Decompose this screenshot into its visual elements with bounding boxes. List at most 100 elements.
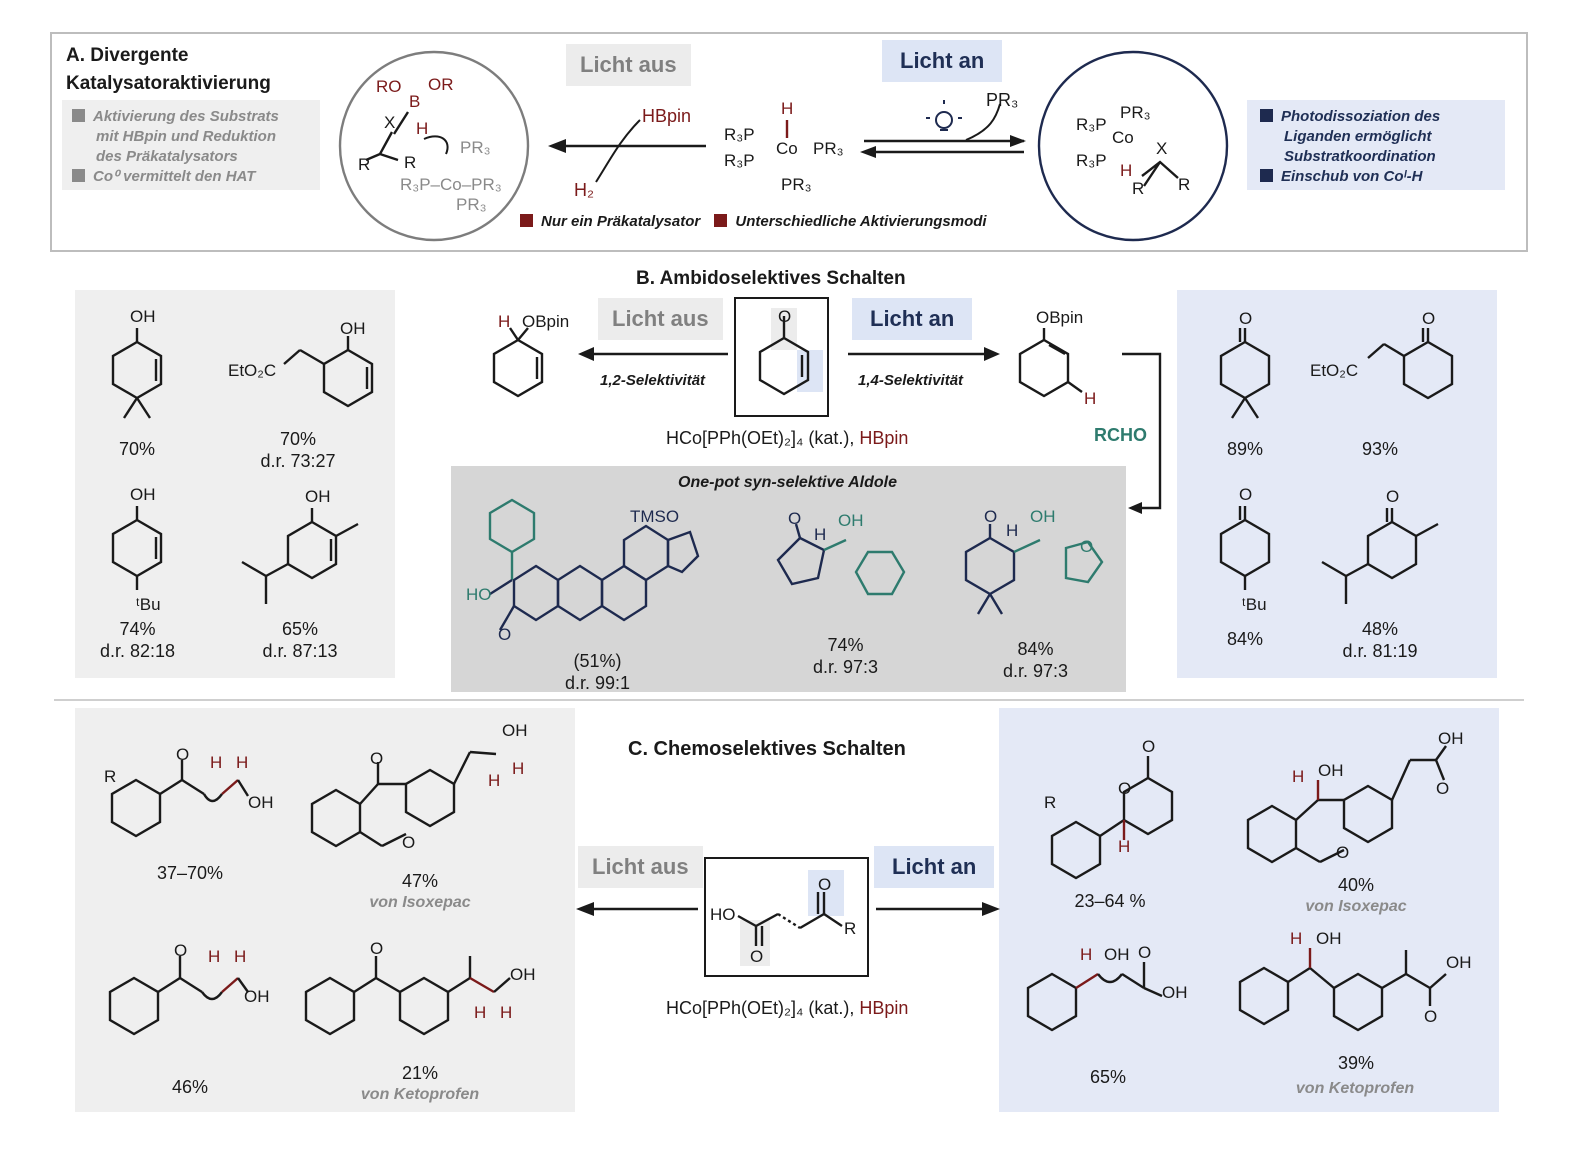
tag-light-off-b: Licht aus: [598, 298, 723, 340]
svg-text:Co: Co: [776, 139, 798, 158]
svg-text:R₃P: R₃P: [1076, 151, 1107, 170]
panel-c-right: [999, 708, 1499, 1112]
svg-text:O: O: [498, 625, 511, 644]
svg-text:OH: OH: [838, 511, 864, 530]
svg-text:H: H: [1290, 929, 1302, 948]
svg-text:O: O: [1118, 779, 1131, 798]
source-c-left-4: von Ketoprofen: [360, 1086, 480, 1103]
svg-text:O: O: [750, 947, 763, 966]
tag-light-on-a: Licht an: [882, 40, 1003, 82]
svg-text:OH: OH: [1318, 761, 1344, 780]
conditions-b: HCo[PPh(OEt)₂]₄ (kat.), HBpin: [666, 428, 909, 448]
svg-text:ᵗBu: ᵗBu: [1242, 595, 1267, 614]
svg-text:O: O: [174, 941, 187, 960]
left-circle: [338, 50, 530, 242]
svg-text:OBpin: OBpin: [1036, 308, 1083, 327]
svg-text:H: H: [512, 759, 524, 778]
svg-text:H: H: [474, 1003, 486, 1022]
tag-light-on-b: Licht an: [852, 298, 973, 340]
svg-text:O: O: [818, 875, 831, 894]
yield-c-left-2: 47%: [401, 871, 439, 891]
yield-b-right-4: 48%d.r. 81:19: [1342, 619, 1418, 661]
yield-b-right-3: 84%: [1226, 629, 1264, 649]
svg-text:H: H: [781, 99, 793, 118]
tag-light-off-a: Licht aus: [566, 44, 691, 86]
svg-text:H: H: [1292, 767, 1304, 786]
svg-text:H: H: [210, 753, 222, 772]
svg-text:H: H: [234, 947, 246, 966]
panel-a-right-notes: [1247, 100, 1505, 190]
svg-text:PR₃: PR₃: [460, 138, 491, 157]
svg-text:O: O: [1142, 737, 1155, 756]
svg-text:PR₃: PR₃: [781, 175, 812, 194]
yield-c-right-2: 40%: [1337, 875, 1375, 895]
aldol-title: One-pot syn-selektive Aldole: [678, 474, 898, 491]
svg-text:H: H: [500, 1003, 512, 1022]
tag-light-off-c: Licht aus: [578, 846, 703, 888]
svg-text:O: O: [1239, 309, 1252, 328]
yield-b-left-2: 70%d.r. 73:27: [260, 429, 336, 471]
svg-text:O: O: [1422, 309, 1435, 328]
svg-text:R: R: [844, 919, 856, 938]
source-c-right-4: von Ketoprofen: [1295, 1080, 1415, 1097]
svg-text:B: B: [409, 92, 420, 111]
svg-text:X: X: [384, 113, 395, 132]
left-notes: Aktivierung des Substrats mit HBpin und …: [72, 107, 279, 187]
conditions-c: HCo[PPh(OEt)₂]₄ (kat.), HBpin: [666, 998, 909, 1018]
svg-text:R₃P–Co–PR₃: R₃P–Co–PR₃: [400, 175, 502, 194]
right-circle-structure: PR₃ R₃P Co X R₃P H R R: [1076, 103, 1190, 198]
svg-text:Co: Co: [1112, 128, 1134, 147]
svg-text:PR₃: PR₃: [1120, 103, 1151, 122]
svg-text:OH: OH: [1446, 953, 1472, 972]
svg-text:OH: OH: [1030, 507, 1056, 526]
right-notes: Photodissoziation des Liganden ermöglich…: [1260, 107, 1440, 187]
yield-b-left-3: 74%d.r. 82:18: [99, 619, 176, 661]
panel-b-right: [1177, 290, 1497, 678]
svg-text:O: O: [1436, 779, 1449, 798]
rcho-label: RCHO: [1094, 425, 1147, 445]
svg-text:R₃P: R₃P: [1076, 115, 1107, 134]
svg-text:PR₃: PR₃: [813, 139, 844, 158]
svg-text:OBpin: OBpin: [522, 312, 569, 331]
svg-text:H: H: [208, 947, 220, 966]
source-c-left-2: von Isoxepac: [369, 894, 471, 911]
svg-text:OH: OH: [248, 793, 274, 812]
yield-c-left-3: 46%: [171, 1077, 209, 1097]
svg-text:O: O: [1424, 1007, 1437, 1026]
section-divider: [54, 699, 1524, 701]
yield-c-right-1: 23–64 %: [1074, 891, 1146, 911]
svg-text:OH: OH: [305, 487, 331, 506]
section-a-title: A. Divergente Katalysatoraktivierung: [66, 45, 271, 94]
svg-text:O: O: [1138, 943, 1151, 962]
svg-text:O: O: [176, 745, 189, 764]
svg-text:H: H: [1006, 521, 1018, 540]
svg-text:H: H: [416, 119, 428, 138]
yield-b-right-2: 93%: [1361, 439, 1399, 459]
svg-text:O: O: [370, 749, 383, 768]
yield-aldol-1: (51%)d.r. 99:1: [564, 651, 631, 693]
yield-c-right-3: 65%: [1089, 1067, 1127, 1087]
svg-text:OH: OH: [502, 721, 528, 740]
svg-text:EtO₂C: EtO₂C: [1310, 361, 1358, 380]
svg-text:OH: OH: [340, 319, 366, 338]
svg-text:H: H: [1120, 161, 1132, 180]
svg-text:O: O: [1239, 485, 1252, 504]
yield-b-left-1: 70%: [118, 439, 156, 459]
svg-text:O: O: [402, 833, 415, 852]
svg-text:OH: OH: [1162, 983, 1188, 1002]
svg-text:R: R: [404, 153, 416, 172]
svg-text:OH: OH: [1104, 945, 1130, 964]
svg-text:TMSO: TMSO: [630, 507, 679, 526]
svg-text:HO: HO: [710, 905, 736, 924]
svg-text:OH: OH: [1438, 729, 1464, 748]
svg-text:X: X: [1156, 139, 1167, 158]
svg-text:O: O: [984, 507, 997, 526]
svg-text:H: H: [236, 753, 248, 772]
source-c-right-2: von Isoxepac: [1305, 898, 1407, 915]
svg-text:OH: OH: [130, 485, 156, 504]
yield-c-left-1: 37–70%: [156, 863, 224, 883]
svg-text:O: O: [370, 939, 383, 958]
svg-text:OH: OH: [510, 965, 536, 984]
svg-text:R₃P: R₃P: [724, 125, 755, 144]
